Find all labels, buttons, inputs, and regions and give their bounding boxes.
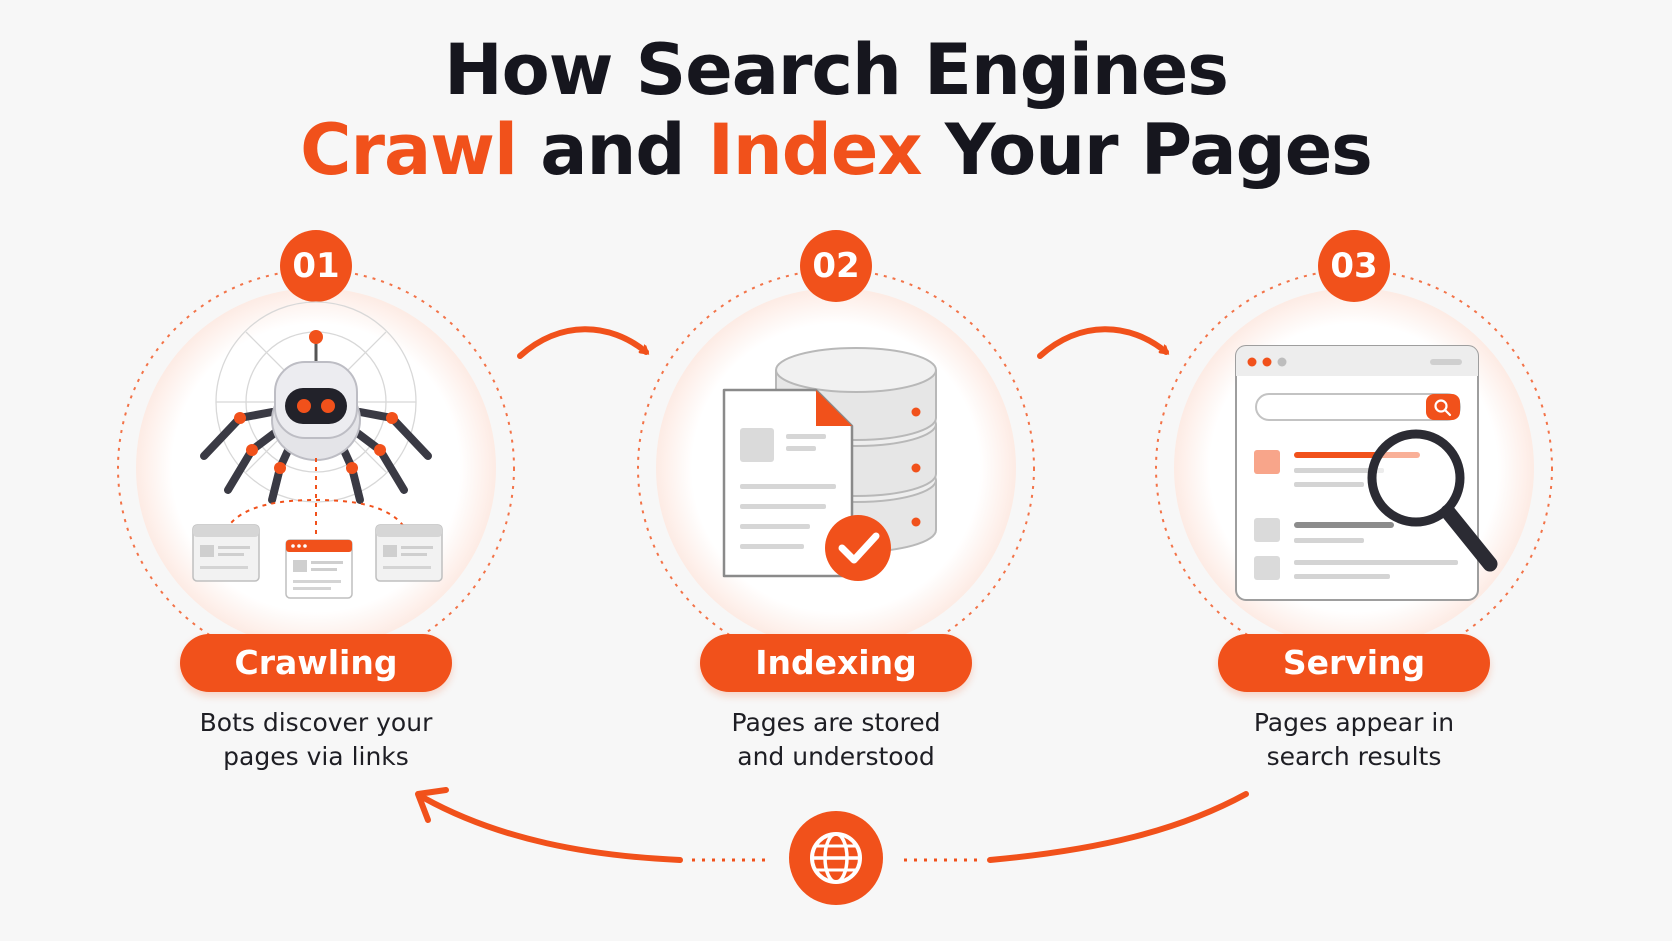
step-2-label-pill: Indexing (700, 634, 972, 692)
step-1-desc-line-1: Bots discover your (199, 708, 433, 737)
step-2-description: Pages are stored and understood (676, 706, 996, 774)
step-1-label-pill: Crawling (180, 634, 452, 692)
search-results-icon (1235, 345, 1498, 601)
page-title-line-1: How Search Engines (444, 29, 1229, 111)
step-2-desc-line-2: and understood (737, 742, 935, 771)
step-3-desc-line-1: Pages appear in (1253, 708, 1455, 737)
step-2-desc-line-1: Pages are stored (731, 708, 941, 737)
step-1-badge (280, 230, 352, 302)
arrow-step-1-to-2 (517, 326, 646, 359)
page-title-line-2: Crawl and Index Your Pages (0, 110, 1672, 190)
step-2-number: 02 (812, 246, 860, 286)
title-word-your-pages: Your Pages (921, 109, 1373, 191)
spider-robot-icon (192, 301, 443, 599)
step-2-badge (800, 230, 872, 302)
cycle-arrow (415, 787, 1249, 863)
title-word-and: and (516, 109, 708, 191)
step-1-desc-line-2: pages via links (223, 742, 409, 771)
database-document-icon (722, 347, 937, 581)
title-word-crawl: Crawl (300, 109, 518, 191)
step-1-number: 01 (292, 246, 340, 286)
step-1-description: Bots discover your pages via links (156, 706, 476, 774)
step-3-desc-line-2: search results (1266, 742, 1442, 771)
globe-icon (789, 811, 883, 905)
step-3-label-pill: Serving (1218, 634, 1490, 692)
arrow-step-2-to-3 (1037, 326, 1166, 359)
step-3-number: 03 (1330, 246, 1378, 286)
step-3-description: Pages appear in search results (1194, 706, 1514, 774)
step-3-badge (1318, 230, 1390, 302)
title-word-index: Index (707, 109, 923, 191)
